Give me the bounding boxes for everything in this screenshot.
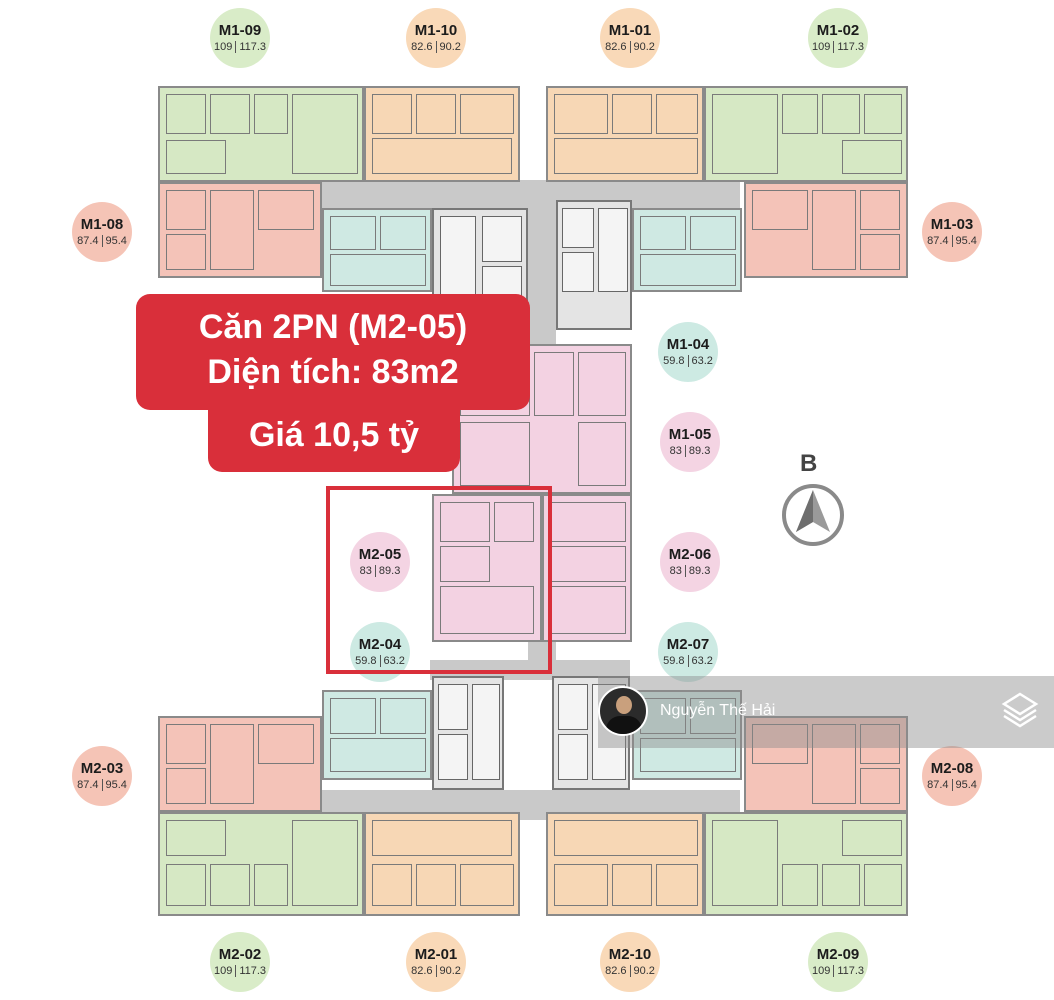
unit-m2-01-plan <box>364 812 520 916</box>
unit-m2-04-plan <box>322 690 432 780</box>
unit-m2-03-plan <box>158 716 322 812</box>
unit-m1-09-plan <box>158 86 364 182</box>
unit-m1-04-plan <box>632 208 742 292</box>
banner-price: Giá 10,5 tỷ <box>248 416 420 454</box>
compass-arrow-icon <box>782 484 844 546</box>
unit-m1-03-plan <box>744 182 908 278</box>
unit-m2-10-plan <box>546 812 704 916</box>
selected-unit-frame <box>326 486 552 674</box>
unit-m2-07-plan <box>632 690 742 780</box>
unit-m1-02-plan <box>704 86 908 182</box>
unit-m2-02-plan <box>158 812 364 916</box>
unit-m1-01-plan <box>546 86 704 182</box>
banner-area: Diện tích: 83m2 <box>207 353 459 391</box>
watermark-author-name: Nguyễn Thế Hải <box>660 702 776 719</box>
compass-label: B <box>800 450 818 477</box>
unit-m1-10-plan <box>364 86 520 182</box>
unit-m2-05-plan <box>432 494 542 642</box>
north-compass: B <box>780 450 846 550</box>
unit-price-banner: Giá 10,5 tỷ <box>208 404 460 472</box>
unit-m1-08b-plan <box>322 208 432 292</box>
watermark-band <box>598 676 1054 748</box>
banner-unit-title: Căn 2PN (M2-05) <box>198 308 468 346</box>
unit-m2-06-plan <box>542 494 632 642</box>
unit-m2-09-plan <box>704 812 908 916</box>
author-avatar <box>598 686 648 736</box>
unit-m1-08-plan <box>158 182 322 278</box>
elevator-core-top-right <box>556 200 632 330</box>
top-corridor <box>320 180 740 210</box>
unit-info-banner: Căn 2PN (M2-05) Diện tích: 83m2 <box>136 294 530 410</box>
layers-logo-icon <box>1001 692 1039 728</box>
stair-core-bottom-left <box>432 676 504 790</box>
unit-m2-08-plan <box>744 716 908 812</box>
